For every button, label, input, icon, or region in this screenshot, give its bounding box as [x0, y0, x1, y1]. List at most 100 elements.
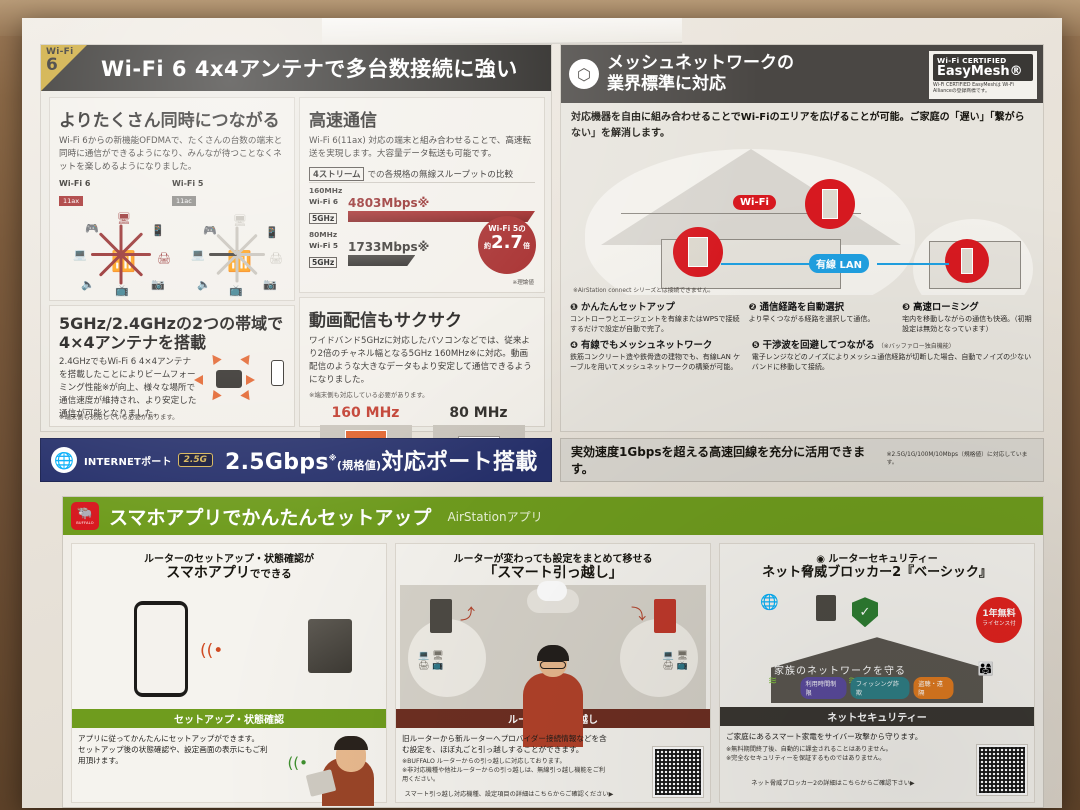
mesh-section: ⬡ メッシュネットワークの 業界標準に対応 Wi-Fi CERTIFIED Ea…	[560, 44, 1044, 432]
feature-desc: 鉄筋コンクリート造や鉄骨造の建物でも、有線LAN ケーブルを用いてメッシュネット…	[570, 353, 741, 372]
col2-lead: スマート引っ越し対応機種、設定項目の詳細はこちらからご確認ください▶	[404, 791, 614, 799]
card-many-body: Wi-Fi 6からの新機能OFDMAで、たくさんの台数の端末と同時に通信ができる…	[59, 136, 283, 172]
ratio-value-row: 約2.7倍	[478, 234, 536, 252]
badge-line2: ライセンス付	[982, 621, 1016, 628]
ray	[121, 252, 151, 256]
ratio-approx: 約	[484, 242, 492, 250]
card-video-streaming: 動画配信もサクサク ワイドバンド5GHzに対応したパソコンなどでは、従来より2倍…	[299, 297, 545, 473]
wifi6-title: Wi-Fi 6 4x4アンテナで多台数接続に強い	[101, 57, 518, 81]
globe-icon: 🌐	[760, 593, 779, 612]
device-gamepad-icon: 🎮	[203, 223, 217, 237]
mesh-title: メッシュネットワークの 業界標準に対応	[607, 53, 794, 94]
col1-headline: スマホアプリでできる	[72, 565, 386, 583]
cloud-icon	[527, 580, 579, 613]
phone-screen	[137, 604, 185, 693]
device-phone-icon: 📱	[265, 225, 279, 239]
device-desktop-icon: 🖥	[233, 213, 247, 227]
feature-desc: 宅内を移動しながらの通信も快適。（初期設定は無効となっています）	[902, 315, 1032, 334]
col3-headline: ネット脅威ブロッカー2『ベーシック』	[762, 565, 992, 580]
feature-paren: （※バッファロー独自機能）	[877, 343, 955, 351]
chart-value-wifi6: 4803Mbps※	[348, 195, 430, 210]
person-illustration	[520, 644, 586, 747]
wifi-waves-icon: ((•	[200, 640, 224, 661]
lan-line-left	[721, 263, 821, 265]
device-printer-icon: 🖨	[157, 251, 171, 265]
ratio-unit: 倍	[522, 242, 530, 250]
free-license-badge: 1年無料 ライセンス付	[976, 597, 1022, 644]
arrow-to-cloud-icon: ⤴	[460, 604, 476, 623]
chip-time-limit: 利用時間制限	[800, 677, 847, 700]
qr-code-smart-move[interactable]	[652, 745, 704, 798]
arrow-from-cloud-icon: ⤵	[630, 604, 646, 623]
card-many-heading: よりたくさん同時につながる	[59, 111, 280, 131]
col1-body: アプリに従ってかんたんにセットアップができます。 セットアップ後の状態確認や、設…	[78, 733, 268, 766]
feature-number: ❷	[748, 302, 757, 313]
internet-right-note: ※2.5G/1G/100M/10Mbps（規格値）に対応しています。	[886, 452, 1028, 466]
chart-band-wifi5: 5GHz	[309, 256, 338, 268]
wifi6-badge-icon: Wi-Fi 6	[41, 45, 87, 91]
arrow-upleft-icon	[208, 351, 222, 366]
device-printer-icon: 🖨	[269, 251, 283, 265]
card-video-body: ワイドバンド5GHzに対応したパソコンなどでは、従来より2倍のチャネル幅となる5…	[309, 336, 532, 385]
col2-note-1: ※BUFFALO ルーターからの引っ越しに対応しております。	[402, 758, 566, 766]
wifi-label: Wi-Fi	[733, 195, 776, 210]
col1-headline-rest: でできる	[249, 568, 292, 580]
chart-standard-wifi5: Wi-Fi 5	[309, 240, 339, 250]
internet-speed-tail: 対応ポート搭載	[381, 450, 538, 475]
col1-body-wrap: アプリに従ってかんたんにセットアップができます。 セットアップ後の状態確認や、設…	[72, 728, 386, 806]
arrow-downleft-icon	[208, 389, 222, 404]
ray	[119, 254, 123, 285]
feature-title: 有線でもメッシュネットワーク	[580, 340, 713, 352]
easymesh-badge-box: Wi-Fi CERTIFIED EasyMesh®	[933, 54, 1033, 81]
speed-chip-25g: 2.5G	[177, 453, 214, 467]
wifi6-badge-line1: Wi-Fi	[46, 47, 74, 57]
col2-body: 旧ルーターから新ルーターへプロバイダー接続情報などを含む設定を、ほぼ丸ごと引っ越…	[402, 733, 607, 754]
col1-illustration: ((•	[76, 585, 382, 709]
card-dual-band: 5GHz/2.4GHzの2つの帯域で 4×4アンテナを搭載 2.4GHzでもWi…	[49, 305, 295, 427]
ratio-note: ※理論値	[512, 280, 534, 286]
col2-topline: ルーターが変わっても設定をまとめて移せる	[453, 554, 653, 565]
card-dualband-body: 2.4GHzでもWi-Fi 6 4×4アンテナを搭載したことによりビームフォーミ…	[59, 357, 197, 419]
qr-code-security[interactable]	[976, 744, 1028, 797]
wifi6-badge-line2: 6	[46, 55, 58, 75]
card-video-note: ※端末側も対応している必要があります。	[309, 390, 429, 399]
person-hair	[537, 644, 569, 661]
qr-pixels	[655, 748, 701, 795]
app-column-setup: ルーターのセットアップ・状態確認が スマホアプリでできる ((• セットアップ・…	[71, 543, 387, 806]
internet-right-message: 実効速度1Gbpsを超える高速回線を充分に活用できます。	[571, 445, 866, 476]
mesh-header: ⬡ メッシュネットワークの 業界標準に対応 Wi-Fi CERTIFIED Ea…	[561, 45, 1043, 103]
col2-body-wrap: 旧ルーターから新ルーターへプロバイダー接続情報などを含む設定を、ほぼ丸ごと引っ越…	[396, 728, 710, 802]
ray	[235, 254, 239, 283]
card-dualband-heading-1: 5GHz/2.4GHzの2つの帯域で	[59, 314, 284, 333]
wifi-signal-icon: ((•	[287, 753, 308, 772]
chart-standard-wifi6: Wi-Fi 6	[309, 196, 339, 206]
arrow-downright-icon	[240, 389, 254, 404]
device-tv-icon: 📺	[229, 283, 243, 297]
wifi5-tag: Wi-Fi 5	[172, 178, 204, 188]
device-camera-icon: 📷	[263, 277, 277, 291]
card-dualband-heading-2: 4×4アンテナを搭載	[59, 333, 207, 353]
family-network-text: 家族のネットワークを守る	[774, 666, 906, 678]
feature-desc: より早くつながる経路を選択して通信。	[748, 315, 875, 323]
chart-row-wifi5: Wi-Fi 5 5GHz 1733Mbps※	[309, 240, 535, 269]
smartphone-icon	[134, 600, 188, 697]
easymesh-footnote: Wi-Fi CERTIFIED EasyMeshは Wi-Fi Alliance…	[933, 82, 1014, 95]
col3-note-1: ※無料期間終了後、自動的に課金されることはありません。	[726, 745, 892, 753]
badge-line1: 1年無料	[982, 609, 1016, 620]
chart-bandwidth-160: 160MHz	[309, 185, 343, 195]
app-subtitle: AirStationアプリ	[447, 509, 543, 524]
lan-line-right	[877, 263, 949, 265]
chart-band-wifi6: 5GHz	[309, 212, 338, 224]
device-gamepad-icon: 🎮	[85, 221, 99, 235]
internet-speed-sup: ※	[328, 453, 337, 463]
col3-topline: ◉ ルーターセキュリティー	[720, 544, 1034, 565]
col3-illustration: 🌐 ✓ 1年無料 ライセンス付 家族のネットワークを守る 👨‍👩‍👧 ≋ ≋ ≋…	[724, 583, 1030, 707]
device-speaker-icon: 🔈	[81, 277, 95, 291]
lan-label: 有線 LAN	[809, 254, 869, 273]
product-box: Wi-Fi 6 Wi-Fi 6 4x4アンテナで多台数接続に強い よりたくさん同…	[22, 18, 1062, 808]
buffalo-logo: 🐃 BUFFALO	[71, 502, 99, 530]
